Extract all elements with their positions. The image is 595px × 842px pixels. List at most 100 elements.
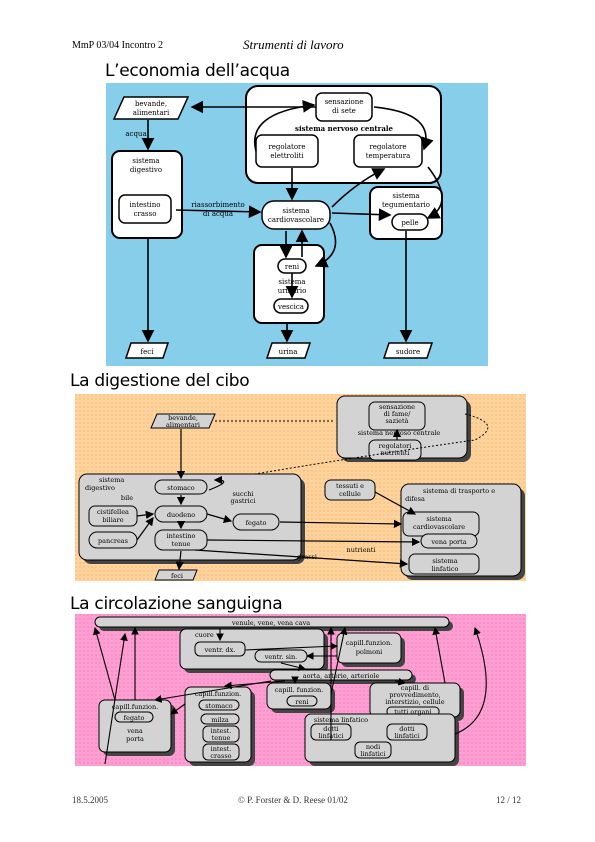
feces-label: feci xyxy=(141,348,155,356)
tegumentary-label-1: sistema xyxy=(392,192,419,200)
urine-output-shape xyxy=(265,342,312,359)
circ-stomach-label: stomaco xyxy=(205,702,233,710)
supply-capillaries-label-2: provvedimento, xyxy=(389,691,440,699)
kidneys-label: reni xyxy=(285,263,300,271)
urinary-label-2: urinario xyxy=(278,287,307,295)
cardio-box xyxy=(261,200,331,230)
veins-bar xyxy=(94,616,450,628)
cardio-label-1: sistema xyxy=(282,207,309,215)
lymph-nodes-label-2: linfatici xyxy=(360,750,385,758)
temperature-label-2: temperatura xyxy=(366,152,411,160)
small-intestine-label-2: tenue xyxy=(172,540,191,548)
digestive-label-1: sistema xyxy=(132,157,159,165)
footer-page-number: 12 / 12 xyxy=(496,795,522,805)
reabsorption-label-1: riassorbimento xyxy=(191,201,245,209)
large-intestine-box xyxy=(118,194,172,224)
temperature-regulator-box xyxy=(353,134,423,168)
section-title-circulation: La circolazione sanguigna xyxy=(70,594,283,614)
supply-capillaries-label-3: interstizio, cellule xyxy=(385,698,444,706)
tissues-box xyxy=(324,479,376,501)
regulators-label-2: nutrienti xyxy=(381,449,410,457)
drinks-label-1: bevande, xyxy=(135,100,167,108)
gastric-juices-label-1: succhi xyxy=(232,490,253,498)
portal-vein-box xyxy=(420,533,478,549)
digestion-drinks-shape xyxy=(150,413,216,429)
gallbladder-label-2: biliare xyxy=(102,516,123,524)
spleen-label: milza xyxy=(211,716,229,724)
temperature-label-1: regolatore xyxy=(369,143,406,151)
electrolyte-label-1: regolatore xyxy=(268,143,305,151)
reabsorption-label-2: di acqua xyxy=(203,210,233,218)
liver-box xyxy=(232,513,280,531)
hunger-label-2: di fame/ xyxy=(384,410,412,418)
gastric-juices-label-2: gastrici xyxy=(231,497,256,505)
thirst-label-1: sensazione xyxy=(325,98,364,106)
lungs-label-1: capill.funzion. xyxy=(346,639,392,647)
digestion-digestive-label-2: digestivo xyxy=(85,484,115,492)
lymph-nodes-box xyxy=(354,741,392,759)
circ-large-intestine-box xyxy=(202,743,240,761)
nutrients-label: nutrienti xyxy=(347,546,376,554)
spleen-box xyxy=(200,713,240,725)
all-organs-label: tutti organi xyxy=(394,708,432,716)
circ-large-intestine-label-1: intest. xyxy=(211,745,232,753)
circ-small-intestine-label-2: tenue xyxy=(212,734,231,742)
circ-portal-vein-label-2: porta xyxy=(126,735,144,743)
intestine-label-1: intestino xyxy=(129,201,160,209)
digestive-label-2: digestivo xyxy=(130,166,162,174)
circulation-diagram: venule, vene, vena cava cuore ventr. dx.… xyxy=(75,614,526,766)
section-title-water: L’economia dell’acqua xyxy=(105,61,290,81)
fats-label: grassi xyxy=(297,553,317,561)
lymph-ducts-2-box xyxy=(386,723,428,741)
footer-copyright: © P. Forster & D. Reese 01/02 xyxy=(238,795,348,805)
stomach-label: stomaco xyxy=(167,484,195,492)
digestion-feces-label: feci xyxy=(171,572,183,580)
digestion-snc-label: sistema nervoso centrale xyxy=(358,429,441,437)
lymph-ducts-1-label-1: dotti xyxy=(323,725,338,733)
snc-label: sistema nervoso centrale xyxy=(295,124,394,133)
tissues-label-1: tessuti e xyxy=(336,482,364,490)
digestion-drinks-label-1: bevande, xyxy=(168,414,198,422)
drinks-input-shape xyxy=(112,96,190,120)
hunger-label-1: sensazione xyxy=(379,403,415,411)
arteries-bar xyxy=(269,669,413,681)
heart-label: cuore xyxy=(195,631,214,639)
right-ventricle-label: ventr. dx. xyxy=(204,646,236,654)
digestion-cardio-label-2: cardiovascolare xyxy=(413,523,465,531)
footer-date: 18.5.2005 xyxy=(72,795,108,805)
digestion-digestive-label-1: sistema xyxy=(99,476,124,484)
nutrient-regulators-box xyxy=(368,439,422,461)
electrolyte-regulator-box xyxy=(255,134,319,168)
circ-kidneys-label: reni xyxy=(295,698,308,706)
lymphatic-label-1: sistema xyxy=(432,557,457,565)
liver-capillaries-label: capill.funzion. xyxy=(112,703,158,711)
water-diagram: bevande, alimentari sensazione di sete s… xyxy=(106,83,488,366)
liver-label: fegato xyxy=(246,519,267,527)
sweat-output-shape xyxy=(382,342,434,359)
electrolyte-label-2: elettroliti xyxy=(270,152,304,160)
circ-kidneys-box xyxy=(286,695,318,707)
tissues-label-2: cellule xyxy=(339,490,361,498)
circ-liver-label: fegato xyxy=(124,714,145,722)
veins-label: venule, vene, vena cava xyxy=(231,619,310,627)
lungs-label-2: polmoni xyxy=(356,648,383,656)
lymphatic-box xyxy=(408,553,480,575)
lymph-ducts-1-label-2: linfatici xyxy=(318,732,343,740)
skin-label: pelle xyxy=(401,219,418,227)
lymph-system-label: sistema linfatico xyxy=(314,716,368,724)
feces-output-shape xyxy=(124,342,170,359)
digestion-cardio-label-1: sistema xyxy=(426,515,451,523)
digestion-feces-shape xyxy=(154,569,198,581)
circ-large-intestine-label-2: crasso xyxy=(210,752,231,760)
water-arrow-label: acqua xyxy=(125,130,146,138)
urinary-label-1: sistema xyxy=(278,278,305,286)
kidney-capillaries-label: capill. funzion. xyxy=(275,686,324,694)
intestine-label-2: crasso xyxy=(134,210,157,218)
header-title: Strumenti di lavoro xyxy=(243,37,344,52)
drinks-label-2: alimentari xyxy=(133,109,170,117)
duodenum-label: duodeno xyxy=(167,511,195,519)
circ-portal-vein-label-1: vena xyxy=(126,727,143,735)
lymph-nodes-label-1: nodi xyxy=(366,743,380,751)
cardio-label-2: cardiovascolare xyxy=(268,216,324,224)
circ-small-intestine-label-1: intest. xyxy=(211,727,232,735)
